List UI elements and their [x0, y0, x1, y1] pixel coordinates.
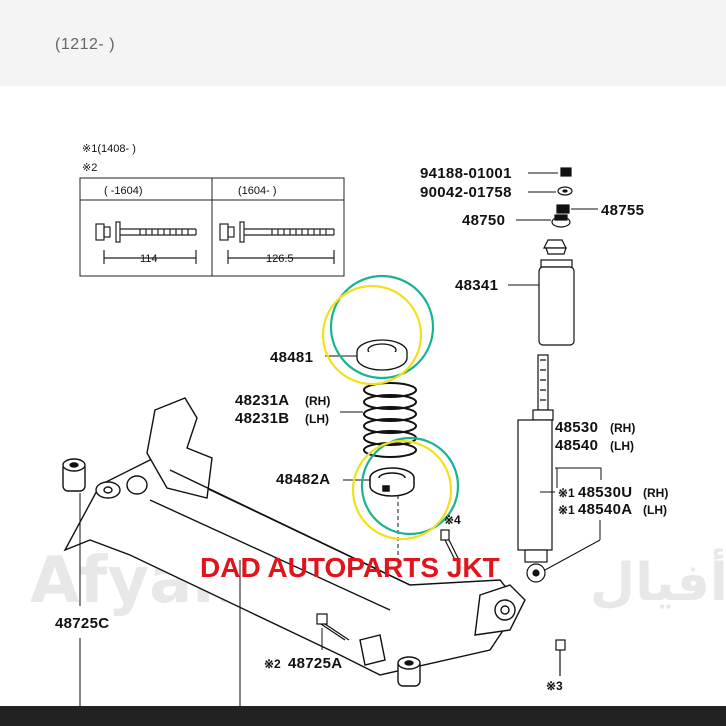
- bolt-length-table: [79, 177, 345, 277]
- bolt-icon-long: [219, 221, 335, 264]
- shop-banner: DAD AUTOPARTS JKT: [200, 552, 500, 583]
- bolt-icon-48725a: [316, 613, 350, 641]
- label-48231b-side: (LH): [305, 412, 329, 426]
- lower-spring-seat-icon: [369, 467, 415, 497]
- label-48540a: 48540A: [578, 501, 632, 518]
- label-48725a: 48725A: [288, 655, 342, 672]
- highlight-circles: [321, 274, 460, 541]
- watermark-arabic: أفيال: [590, 548, 726, 613]
- bushing-icon-right: [397, 656, 421, 687]
- label-48725c: 48725C: [55, 615, 109, 632]
- label-48530u-mark: ※1: [558, 486, 575, 500]
- table-col2-header: (1604- ): [238, 185, 277, 197]
- label-48482a: 48482A: [276, 471, 330, 488]
- label-48530: 48530: [555, 419, 598, 436]
- coil-spring-icon: [363, 382, 417, 458]
- label-48750: 48750: [462, 212, 505, 229]
- upper-spring-seat-icon: [356, 339, 408, 371]
- axle-beam-icon: [63, 397, 526, 676]
- shock-absorber-icon: [517, 354, 554, 583]
- label-48530u-side: (RH): [643, 486, 668, 500]
- label-48540a-mark: ※1: [558, 503, 575, 517]
- label-48530u: 48530U: [578, 484, 632, 501]
- legend-note-2: ※2: [82, 162, 97, 174]
- label-48481: 48481: [270, 349, 313, 366]
- bolt-icon-short: [95, 221, 197, 264]
- label-48231a: 48231A: [235, 392, 289, 409]
- label-48725a-mark: ※2: [264, 657, 281, 671]
- label-48755: 48755: [601, 202, 644, 219]
- label-48231b: 48231B: [235, 410, 289, 427]
- label-mark3: ※3: [546, 679, 563, 693]
- label-48341: 48341: [455, 277, 498, 294]
- label-48540: 48540: [555, 437, 598, 454]
- label-90042-01758: 90042-01758: [420, 184, 512, 201]
- legend-note-1: ※1(1408- ): [82, 143, 136, 155]
- top-bar: (1212- ): [0, 0, 726, 86]
- label-mark4: ※4: [444, 513, 461, 527]
- bushing-icon-left: [62, 458, 86, 492]
- label-48530-side: (RH): [610, 421, 635, 435]
- nut-icon: [551, 167, 573, 228]
- bolt-icon-4: [440, 529, 460, 561]
- label-48540-side: (LH): [610, 439, 634, 453]
- table-length-2: 126.5: [266, 253, 294, 265]
- label-48540a-side: (LH): [643, 503, 667, 517]
- label-48231a-side: (RH): [305, 394, 330, 408]
- table-length-1: 114: [140, 253, 158, 265]
- bottom-bar: [0, 706, 726, 726]
- bump-stopper-icon: [538, 239, 575, 346]
- table-col1-header: ( -1604): [104, 185, 143, 197]
- nut-icon-3: [555, 639, 566, 676]
- label-94188-01001: 94188-01001: [420, 165, 512, 182]
- diagram-caption: (1212- ): [55, 36, 116, 53]
